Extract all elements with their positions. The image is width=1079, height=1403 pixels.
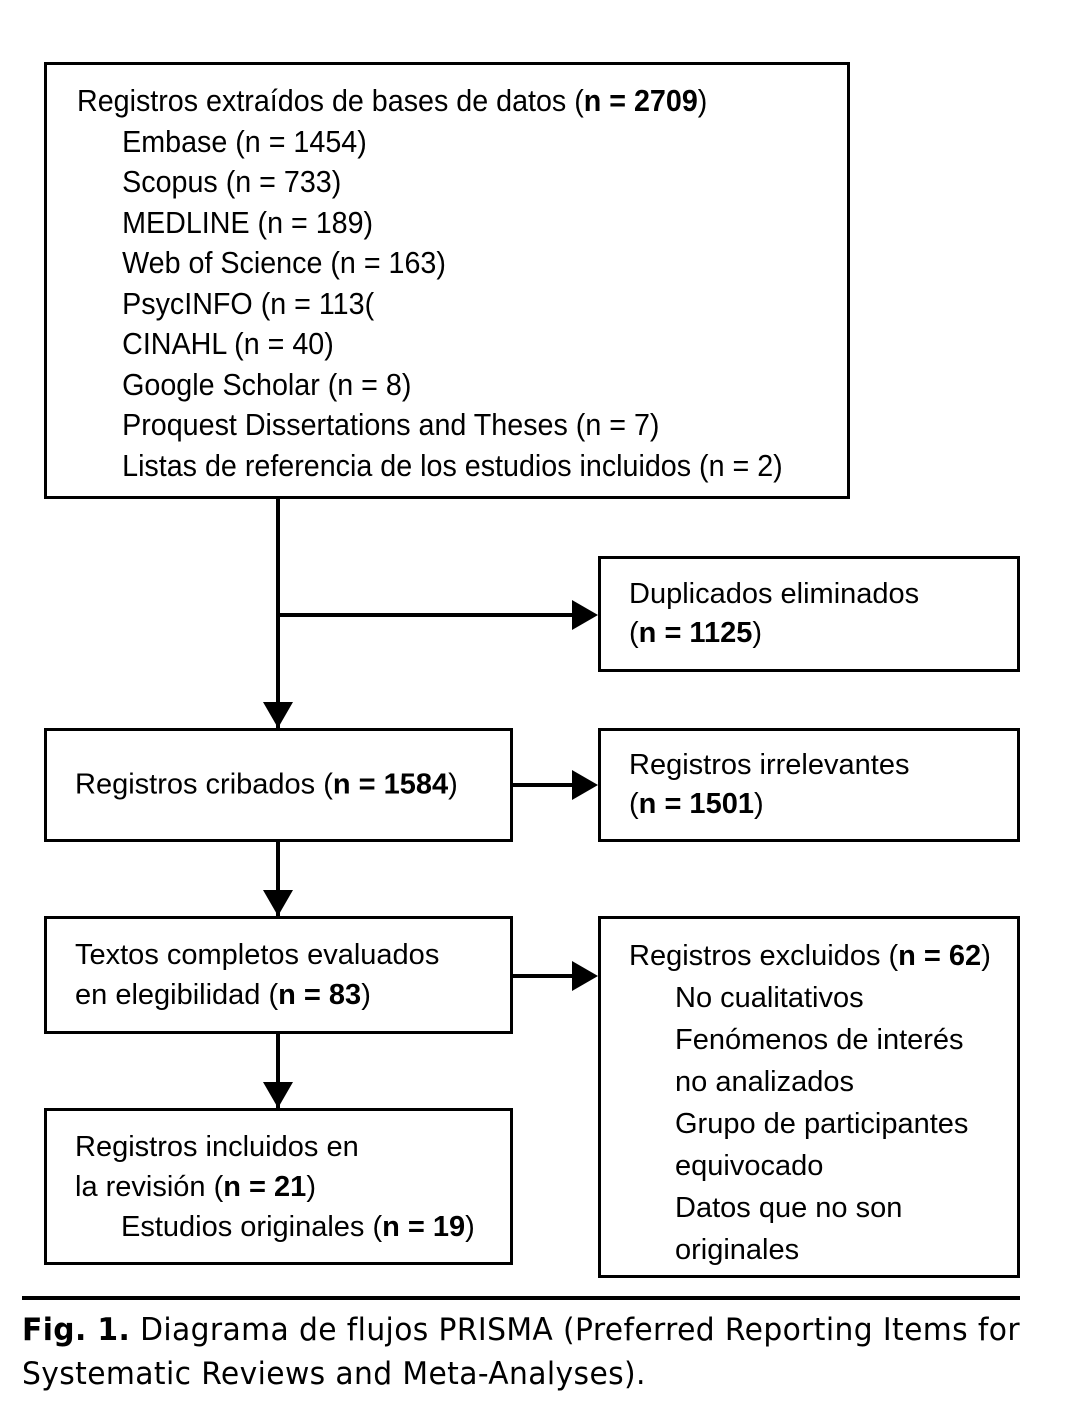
fulltext-count: n = 83 xyxy=(278,979,362,1011)
source-embase: Embase (n = 1454) xyxy=(122,124,367,159)
duplicates-count-line: (n = 1125) xyxy=(629,617,763,649)
arrowhead-right-to-excluded xyxy=(572,961,598,991)
source-google-scholar: Google Scholar (n = 8) xyxy=(122,367,412,402)
irrelevant-count-line: (n = 1501) xyxy=(629,788,764,820)
duplicates-label: Duplicados eliminados xyxy=(629,578,920,610)
connector-to-duplicates xyxy=(276,613,576,617)
identification-text: Registros extraídos de bases de datos (n… xyxy=(77,81,837,486)
records-included-box: Registros incluidos en la revisión (n = … xyxy=(44,1108,513,1265)
figure-label: Fig. 1. xyxy=(22,1312,131,1348)
fulltext-line-1: Textos completos evaluados xyxy=(75,939,440,971)
source-web-of-science: Web of Science (n = 163) xyxy=(122,246,446,280)
source-psycinfo: PsycINFO (n = 113( xyxy=(122,286,375,321)
source-cinahl: CINAHL (n = 40) xyxy=(122,327,334,361)
screened-count: n = 1584 xyxy=(332,768,449,801)
figure-caption-text: Diagrama de flujos PRISMA (Preferred Rep… xyxy=(22,1312,1020,1392)
duplicates-count: n = 1125 xyxy=(638,617,753,649)
excluded-reason-3-cont: equivocado xyxy=(675,1150,824,1182)
identification-count: n = 2709 xyxy=(583,84,698,118)
caption-divider xyxy=(22,1296,1020,1300)
connector-to-irrelevant xyxy=(513,783,576,787)
duplicates-text: Duplicados eliminados (n = 1125) xyxy=(629,575,1007,653)
fulltext-eligibility-box: Textos completos evaluados en elegibilid… xyxy=(44,916,513,1034)
included-line-1: Registros incluidos en xyxy=(75,1130,359,1163)
excluded-reason-1: No cualitativos xyxy=(675,982,864,1014)
source-reference-lists: Listas de referencia de los estudios inc… xyxy=(122,448,783,483)
arrowhead-down-to-fulltext xyxy=(263,890,293,916)
source-scopus: Scopus (n = 733) xyxy=(122,165,342,199)
fulltext-line-2: en elegibilidad (n = 83) xyxy=(75,979,371,1011)
included-line-2: la revisión (n = 21) xyxy=(75,1170,316,1203)
excluded-reason-2: Fenómenos de interés xyxy=(675,1024,964,1056)
excluded-reason-3: Grupo de participantes xyxy=(675,1108,969,1140)
included-count: n = 21 xyxy=(223,1170,307,1203)
duplicates-removed-box: Duplicados eliminados (n = 1125) xyxy=(598,556,1020,672)
connector-fulltext-to-included xyxy=(276,1034,280,1112)
figure-caption: Fig. 1. Diagrama de flujos PRISMA (Prefe… xyxy=(22,1308,1020,1396)
excluded-reason-4-cont: originales xyxy=(675,1234,800,1266)
screened-label: Registros cribados (n = 1584) xyxy=(75,768,458,801)
screened-text: Registros cribados (n = 1584) xyxy=(75,766,500,805)
connector-screened-to-fulltext xyxy=(276,842,280,920)
identification-box: Registros extraídos de bases de datos (n… xyxy=(44,62,850,499)
records-screened-box: Registros cribados (n = 1584) xyxy=(44,728,513,842)
excluded-reason-2-cont: no analizados xyxy=(675,1066,854,1098)
excluded-text: Registros excluidos (n = 62) No cualitat… xyxy=(629,935,1007,1271)
arrowhead-down-to-screened xyxy=(263,702,293,728)
irrelevant-label: Registros irrelevantes xyxy=(629,749,910,781)
included-line-3: Estudios originales (n = 19) xyxy=(121,1210,475,1243)
arrowhead-down-to-included xyxy=(263,1082,293,1108)
identification-title: Registros extraídos de bases de datos (n… xyxy=(77,84,708,118)
excluded-count: n = 62 xyxy=(898,940,982,972)
connector-to-excluded xyxy=(513,974,576,978)
arrowhead-right-to-irrelevant xyxy=(572,770,598,800)
included-text: Registros incluidos en la revisión (n = … xyxy=(75,1127,500,1247)
source-proquest: Proquest Dissertations and Theses (n = 7… xyxy=(122,408,660,442)
irrelevant-count: n = 1501 xyxy=(638,788,754,820)
arrowhead-right-to-duplicates xyxy=(572,600,598,630)
source-medline: MEDLINE (n = 189) xyxy=(122,205,374,240)
excluded-reason-4: Datos que no son xyxy=(675,1192,903,1224)
irrelevant-text: Registros irrelevantes (n = 1501) xyxy=(629,746,1007,824)
original-studies-count: n = 19 xyxy=(382,1210,466,1243)
excluded-title: Registros excluidos (n = 62) xyxy=(629,940,991,972)
fulltext-text: Textos completos evaluados en elegibilid… xyxy=(75,935,500,1015)
excluded-records-box: Registros excluidos (n = 62) No cualitat… xyxy=(598,916,1020,1278)
irrelevant-records-box: Registros irrelevantes (n = 1501) xyxy=(598,728,1020,842)
